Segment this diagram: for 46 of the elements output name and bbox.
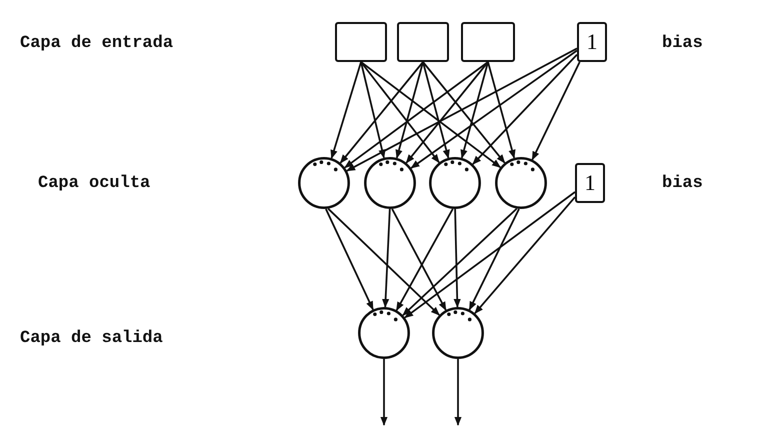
arrow bbox=[406, 61, 489, 164]
arrow bbox=[325, 208, 374, 310]
arrow bbox=[346, 48, 578, 172]
bias-value: 1 bbox=[584, 170, 596, 196]
layer-label: Capa de salida bbox=[20, 329, 163, 348]
arrow bbox=[382, 208, 391, 308]
arrow bbox=[532, 62, 580, 160]
arrow bbox=[391, 208, 447, 311]
layer-label: Capa de entrada bbox=[20, 34, 174, 53]
arrow bbox=[380, 359, 388, 426]
arrow bbox=[360, 62, 386, 159]
input-box bbox=[397, 22, 449, 62]
neuron-circle bbox=[298, 157, 350, 209]
arrow bbox=[360, 61, 440, 164]
layer-label: Capa oculta bbox=[38, 174, 150, 193]
arrow bbox=[422, 61, 506, 164]
input-box bbox=[335, 22, 387, 62]
layer-label: bias bbox=[662, 174, 703, 193]
arrow bbox=[330, 62, 362, 159]
neuron-circle bbox=[364, 157, 416, 209]
arrow bbox=[422, 62, 450, 159]
arrow bbox=[468, 208, 520, 310]
arrow bbox=[396, 208, 454, 312]
bias-box bbox=[577, 22, 607, 62]
bias-box bbox=[575, 163, 605, 203]
bias-value: 1 bbox=[586, 29, 598, 55]
arrow bbox=[328, 208, 440, 316]
arrow bbox=[404, 191, 576, 318]
neuron-circle bbox=[495, 157, 547, 209]
arrow bbox=[402, 208, 518, 316]
arrow bbox=[396, 62, 424, 159]
arrow bbox=[472, 54, 578, 165]
arrow bbox=[460, 62, 489, 159]
layer-label: bias bbox=[662, 34, 703, 53]
neuron-circle bbox=[358, 307, 410, 359]
arrow bbox=[474, 196, 576, 314]
arrow bbox=[344, 61, 489, 168]
neuron-circle bbox=[429, 157, 481, 209]
arrow bbox=[454, 208, 461, 308]
arrow bbox=[340, 61, 424, 164]
input-box bbox=[461, 22, 515, 62]
arrow bbox=[410, 50, 578, 169]
arrow bbox=[360, 61, 501, 168]
neuron-circle bbox=[432, 307, 484, 359]
arrow bbox=[454, 359, 462, 426]
arrow bbox=[487, 62, 516, 159]
